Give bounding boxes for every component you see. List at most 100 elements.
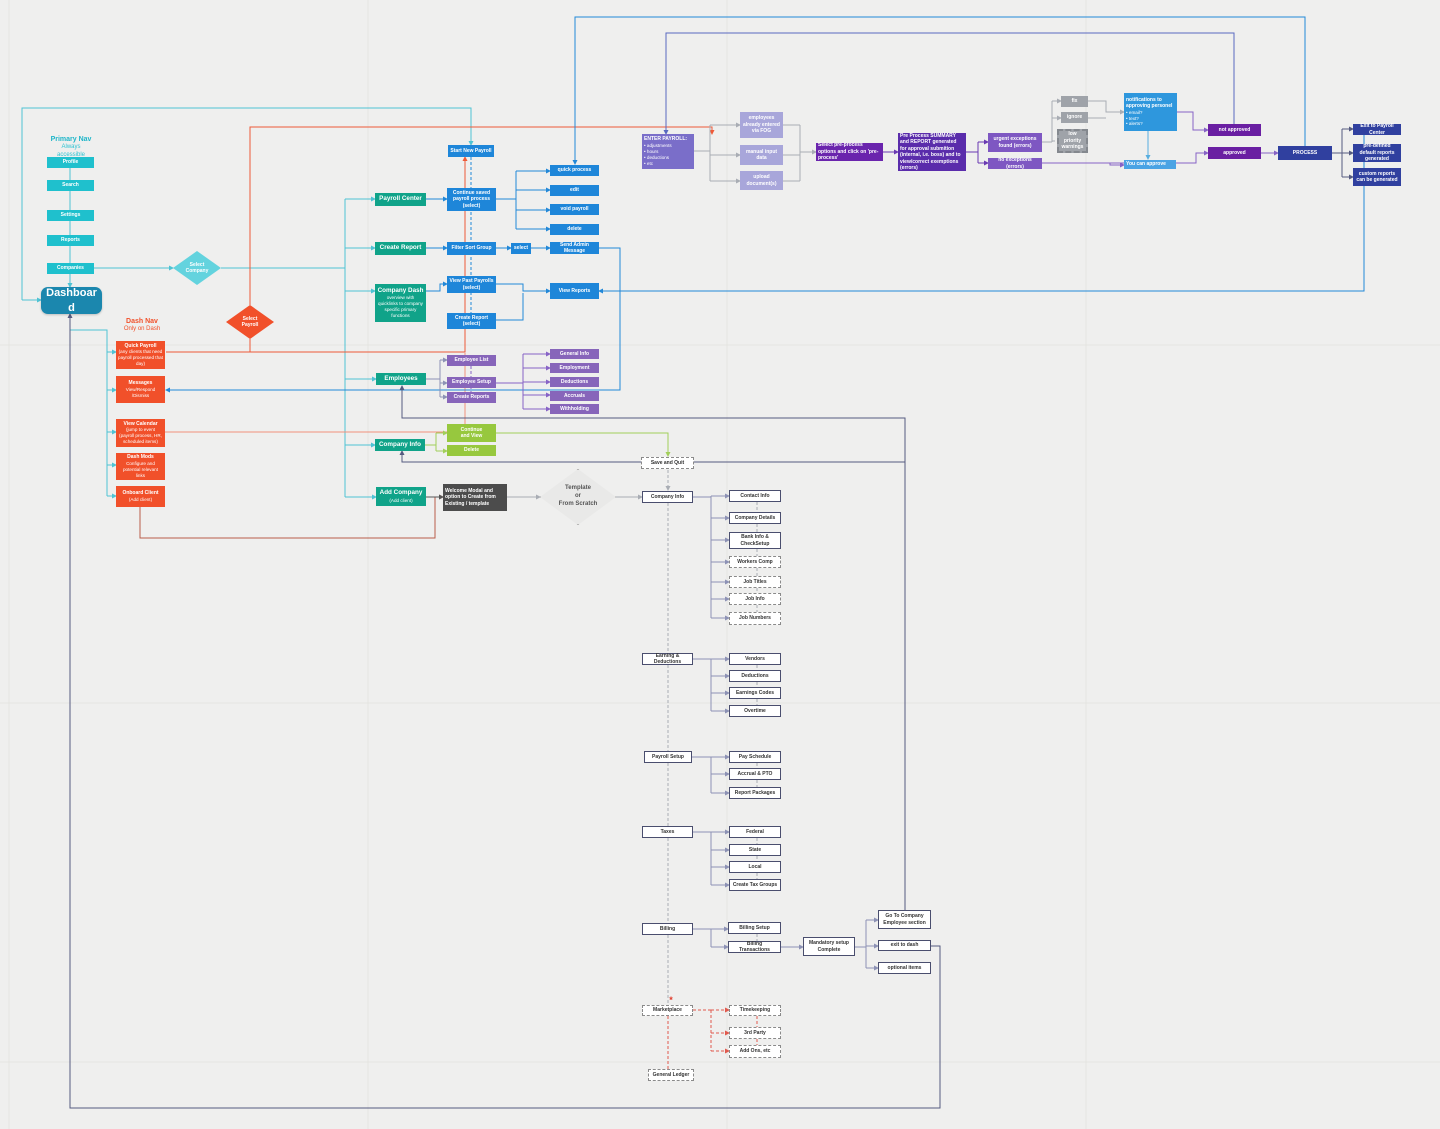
select-preprocess[interactable]: Select pre-process options and click on … (816, 142, 883, 161)
billing-setup[interactable]: Billing Setup (728, 922, 781, 934)
ignore-box[interactable]: ignore (1061, 112, 1088, 123)
create-tax-groups[interactable]: Create Tax Groups (729, 879, 781, 891)
urgent-exceptions[interactable]: urgent exceptions found (errors) (988, 133, 1042, 152)
local[interactable]: Local (729, 861, 781, 873)
employee-setup[interactable]: Employee Setup (447, 377, 496, 388)
not-approved[interactable]: not approved (1208, 124, 1261, 136)
custom-reports[interactable]: custom reports can be generated (1353, 168, 1401, 186)
create-report-select[interactable]: Create Report (select) (447, 313, 496, 329)
deductions-emp[interactable]: Deductions (550, 377, 599, 387)
timekeeping[interactable]: Timekeeping (729, 1005, 781, 1016)
state[interactable]: State (729, 844, 781, 856)
payroll-center[interactable]: Payroll Center (375, 193, 426, 206)
earning-deductions[interactable]: Earning & Deductions (642, 653, 693, 665)
third-party[interactable]: 3rd Party (729, 1027, 781, 1039)
exit-to-payroll-center[interactable]: Exit to Payroll Center (1353, 123, 1401, 136)
continue-saved-payroll[interactable]: Continue saved payroll process (select) (447, 188, 496, 211)
overtime[interactable]: Overtime (729, 705, 781, 717)
accruals[interactable]: Accruals (550, 391, 599, 401)
general-ledger[interactable]: General Ledger (648, 1069, 694, 1081)
manual-input[interactable]: manual input data (740, 145, 783, 165)
onboard-client[interactable]: Onboard Client(Add client) (116, 486, 165, 507)
no-exceptions[interactable]: no exceptions (errors) (988, 157, 1042, 170)
view-calendar[interactable]: View Calendar(jump to event (payroll pro… (116, 419, 165, 447)
nav-companies[interactable]: Companies (47, 263, 94, 274)
you-can-approve[interactable]: You can approve (1124, 160, 1176, 169)
marketplace[interactable]: Marketplace (642, 1005, 693, 1016)
job-titles[interactable]: Job Titles (729, 576, 781, 588)
contact-info[interactable]: Contact Info (729, 490, 781, 502)
fix-box[interactable]: fix (1061, 96, 1088, 107)
nav-reports[interactable]: Reports (47, 235, 94, 246)
federal[interactable]: Federal (729, 826, 781, 838)
deductions[interactable]: Deductions (729, 670, 781, 682)
start-new-payroll[interactable]: Start New Payroll (448, 145, 494, 157)
optional-items[interactable]: optional items (878, 962, 931, 974)
billing[interactable]: Billing (642, 923, 693, 935)
create-reports-emp[interactable]: Create Reports (447, 392, 496, 403)
accrual-pto[interactable]: Accrual & PTO (729, 768, 781, 780)
payroll-setup[interactable]: Payroll Setup (644, 751, 692, 763)
bank-info[interactable]: Bank Info & CheckSetup (729, 532, 781, 549)
select-payroll[interactable]: Select Payroll (226, 305, 274, 339)
add-company-header[interactable]: Add Company(Add client) (376, 487, 426, 506)
job-info[interactable]: Job Info (729, 593, 781, 605)
report-packages[interactable]: Report Packages (729, 787, 781, 799)
company-info-header[interactable]: Company Info (375, 439, 425, 451)
vendors[interactable]: Vendors (729, 653, 781, 665)
send-admin-message[interactable]: Send Admin Message (550, 242, 599, 254)
delete-box[interactable]: delete (550, 224, 599, 235)
nav-settings[interactable]: Settings (47, 210, 94, 221)
taxes[interactable]: Taxes (642, 826, 693, 838)
template-diamond[interactable]: Template or From Scratch (540, 469, 616, 525)
create-report-header[interactable]: Create Report (375, 242, 426, 255)
exit-to-dash[interactable]: exit to dash (878, 940, 931, 951)
withholding[interactable]: Withholding (550, 404, 599, 414)
go-to-company-employee[interactable]: Go To Company Employee section (878, 910, 931, 929)
approved[interactable]: approved (1208, 147, 1261, 159)
workers-comp[interactable]: Workers Comp (729, 556, 781, 568)
select-small[interactable]: select (511, 243, 531, 254)
low-priority-warnings[interactable]: low priority warnings (1057, 129, 1088, 153)
welcome-modal[interactable]: Welcome Modal and option to Create from … (443, 484, 507, 511)
company-details[interactable]: Company Details (729, 512, 781, 524)
employees-header[interactable]: Employees (376, 373, 426, 385)
add-ons[interactable]: Add Ons, etc (729, 1045, 781, 1058)
employment[interactable]: Employment (550, 363, 599, 373)
upload-documents[interactable]: upload document(s) (740, 171, 783, 190)
process[interactable]: PROCESS (1278, 146, 1332, 160)
billing-transactions[interactable]: Billing Transactions (728, 941, 781, 953)
save-and-quit[interactable]: Save and Quit (641, 457, 694, 469)
company-info[interactable]: Company Info (642, 491, 693, 503)
enter-payroll[interactable]: ENTER PAYROLL:• adjustments • hours • de… (642, 134, 694, 169)
marketplace-asterisk[interactable]: * (666, 995, 676, 1006)
notifications[interactable]: notifications to approving personel• ema… (1124, 93, 1177, 131)
filter-sort-group[interactable]: Filter Sort Group (447, 242, 496, 255)
pay-schedule[interactable]: Pay Schedule (729, 751, 781, 763)
mandatory-setup-complete[interactable]: Mandatory setup Complete (803, 937, 855, 956)
view-past-payrolls[interactable]: View Past Payrolls (select) (447, 276, 496, 293)
continue-and-view[interactable]: Continue and View (447, 424, 496, 442)
general-info[interactable]: General Info (550, 349, 599, 359)
quick-payroll[interactable]: Quick Payroll(any clients that need payr… (116, 341, 165, 369)
delete-lime[interactable]: Delete (447, 445, 496, 456)
nav-profile[interactable]: Profile (47, 157, 94, 168)
preprocess-summary[interactable]: Pre Process SUMMARY and REPORT generated… (898, 133, 966, 171)
edit-box[interactable]: edit (550, 185, 599, 196)
employees-entered[interactable]: employees already entered via FOG (740, 112, 783, 138)
predefined-reports[interactable]: pre-defined default reports generated (1353, 143, 1401, 162)
earnings-codes[interactable]: Earnings Codes (729, 687, 781, 699)
quick-process[interactable]: quick process (550, 165, 599, 176)
select-company[interactable]: Select Company (173, 251, 221, 285)
job-numbers[interactable]: Job Numbers (729, 612, 781, 625)
employee-list[interactable]: Employee List (447, 355, 496, 366)
view-reports[interactable]: View Reports (550, 283, 599, 299)
dashboard[interactable]: Dashboard (41, 287, 102, 314)
void-payroll[interactable]: void payroll (550, 204, 599, 215)
nav-search[interactable]: Search (47, 180, 94, 191)
